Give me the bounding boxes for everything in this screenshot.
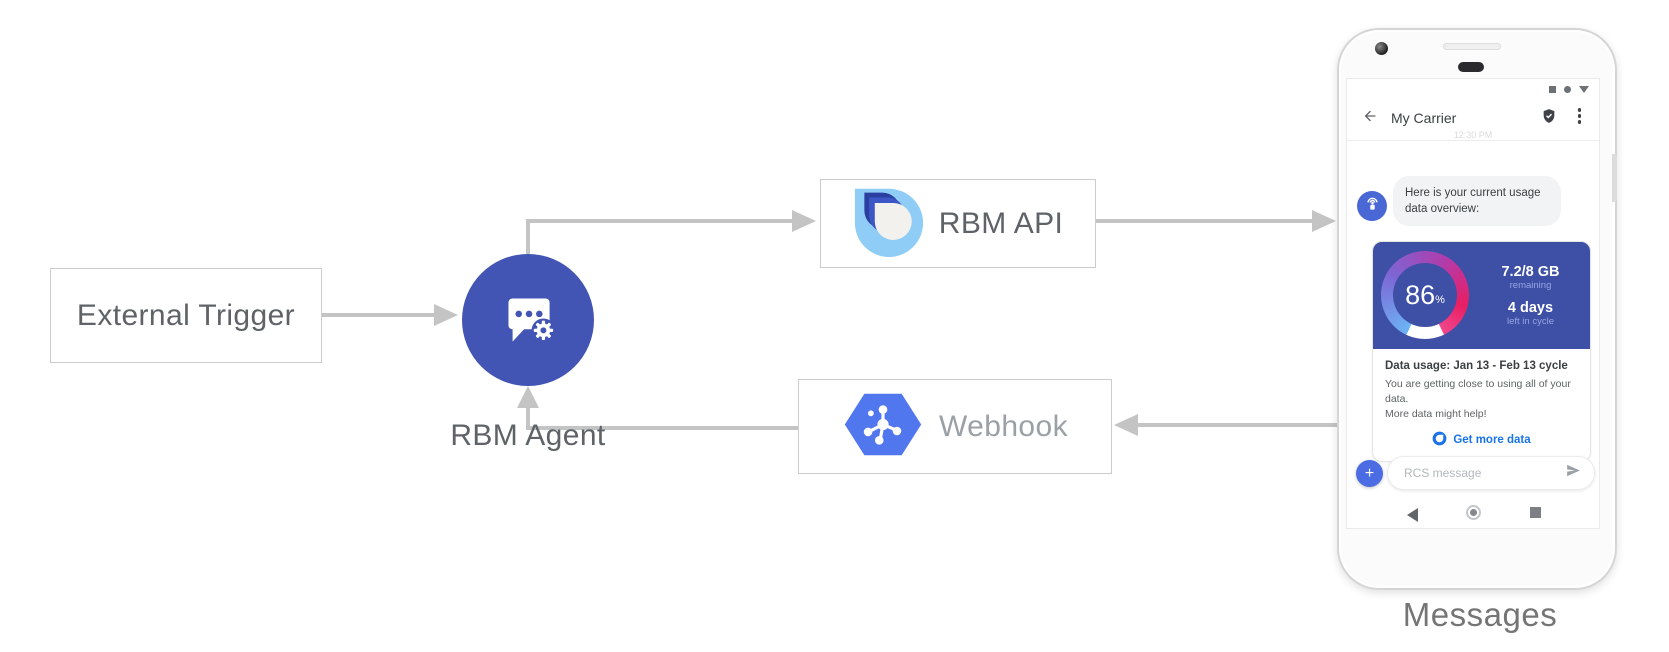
connector-trigger-to-agent <box>322 313 434 317</box>
get-more-data-icon <box>1432 431 1447 449</box>
get-more-data-label: Get more data <box>1453 433 1531 446</box>
front-camera <box>1375 42 1388 55</box>
usage-gauge-chart: 86 % <box>1381 251 1469 339</box>
webhook-box: Webhook <box>798 379 1112 474</box>
connector-agent-to-api <box>526 219 792 223</box>
rbm-agent-label: RBM Agent <box>450 419 606 452</box>
rbm-agent-node <box>462 254 594 386</box>
usage-details-line1: You are getting close to using all of yo… <box>1385 378 1571 406</box>
header-divider <box>1347 140 1599 141</box>
arrowhead-into-agent <box>434 304 458 326</box>
usage-banner-stats: 7.2/8 GB remaining 4 days left in cycle <box>1473 242 1588 349</box>
top-speaker-slot <box>1443 43 1501 50</box>
phone-screen: My Carrier 12:30 PM <box>1346 78 1600 529</box>
usage-gauge-center: 86 % <box>1393 263 1457 327</box>
external-trigger-box: External Trigger <box>50 268 322 363</box>
usage-details-title: Data usage: Jan 13 - Feb 13 cycle <box>1385 360 1568 372</box>
phone-mockup: My Carrier 12:30 PM <box>1337 28 1617 590</box>
conversation-title: My Carrier <box>1391 110 1457 126</box>
arrowhead-into-phone <box>1312 210 1336 232</box>
days-left: 4 days <box>1507 300 1554 316</box>
status-bar <box>1549 86 1589 93</box>
usage-percent-value: 86 <box>1405 279 1436 310</box>
arrowhead-into-agent-bottom <box>517 386 539 408</box>
rbm-api-label: RBM API <box>938 206 1064 240</box>
hotspot-antenna-icon <box>1363 194 1382 218</box>
arrowhead-into-webhook <box>1114 414 1138 436</box>
overflow-menu-icon[interactable] <box>1577 108 1581 124</box>
webhook-label: Webhook <box>939 409 1068 443</box>
attach-plus-button[interactable]: + <box>1356 460 1383 487</box>
usage-details-line2: More data might help! <box>1385 408 1487 421</box>
rbm-api-logo-icon <box>853 183 925 264</box>
status-square-icon <box>1549 86 1556 93</box>
chat-bubble-gear-icon <box>491 281 565 360</box>
chat-timestamp: 12:30 PM <box>1453 130 1493 140</box>
status-circle-icon <box>1564 86 1571 93</box>
webhook-hexagon-icon <box>842 388 924 466</box>
nav-recents-icon[interactable] <box>1530 507 1541 518</box>
usage-details: Data usage: Jan 13 - Feb 13 cycle You ar… <box>1373 349 1590 461</box>
conversation-header: My Carrier <box>1347 99 1599 137</box>
send-icon[interactable] <box>1565 462 1582 484</box>
android-navbar <box>1347 503 1599 528</box>
phone-caption: Messages <box>1402 596 1558 633</box>
agent-avatar <box>1357 191 1387 221</box>
power-button <box>1612 154 1617 202</box>
connector-agent-up <box>526 223 530 257</box>
connector-api-to-phone <box>1096 219 1312 223</box>
earpiece <box>1458 62 1484 72</box>
back-arrow-icon[interactable] <box>1362 108 1378 129</box>
agent-message-bubble: Here is your current usage data overview… <box>1393 176 1561 227</box>
get-more-data-button[interactable]: Get more data <box>1385 431 1578 449</box>
connector-webhook-to-agent <box>526 426 798 430</box>
external-trigger-label: External Trigger <box>76 298 296 332</box>
nav-back-icon[interactable] <box>1407 508 1418 522</box>
verified-badge-icon <box>1541 107 1557 130</box>
usage-banner: 86 % 7.2/8 GB remaining 4 days left in c… <box>1373 242 1590 349</box>
data-amount: 7.2/8 GB <box>1501 264 1560 280</box>
days-left-caption: left in cycle <box>1507 316 1554 327</box>
connector-phone-to-webhook <box>1138 423 1338 427</box>
message-input-pill <box>1387 456 1595 490</box>
status-triangle-icon <box>1579 86 1589 93</box>
data-amount-caption: remaining <box>1509 280 1552 291</box>
arrowhead-into-api <box>792 210 816 232</box>
connector-agent-bottom <box>526 408 530 430</box>
nav-home-icon[interactable] <box>1466 505 1481 520</box>
rcs-message-input[interactable] <box>1404 466 1565 480</box>
usage-rich-card: 86 % 7.2/8 GB remaining 4 days left in c… <box>1372 241 1591 462</box>
usage-percent-unit: % <box>1435 294 1445 306</box>
rbm-api-box: RBM API <box>820 179 1096 268</box>
